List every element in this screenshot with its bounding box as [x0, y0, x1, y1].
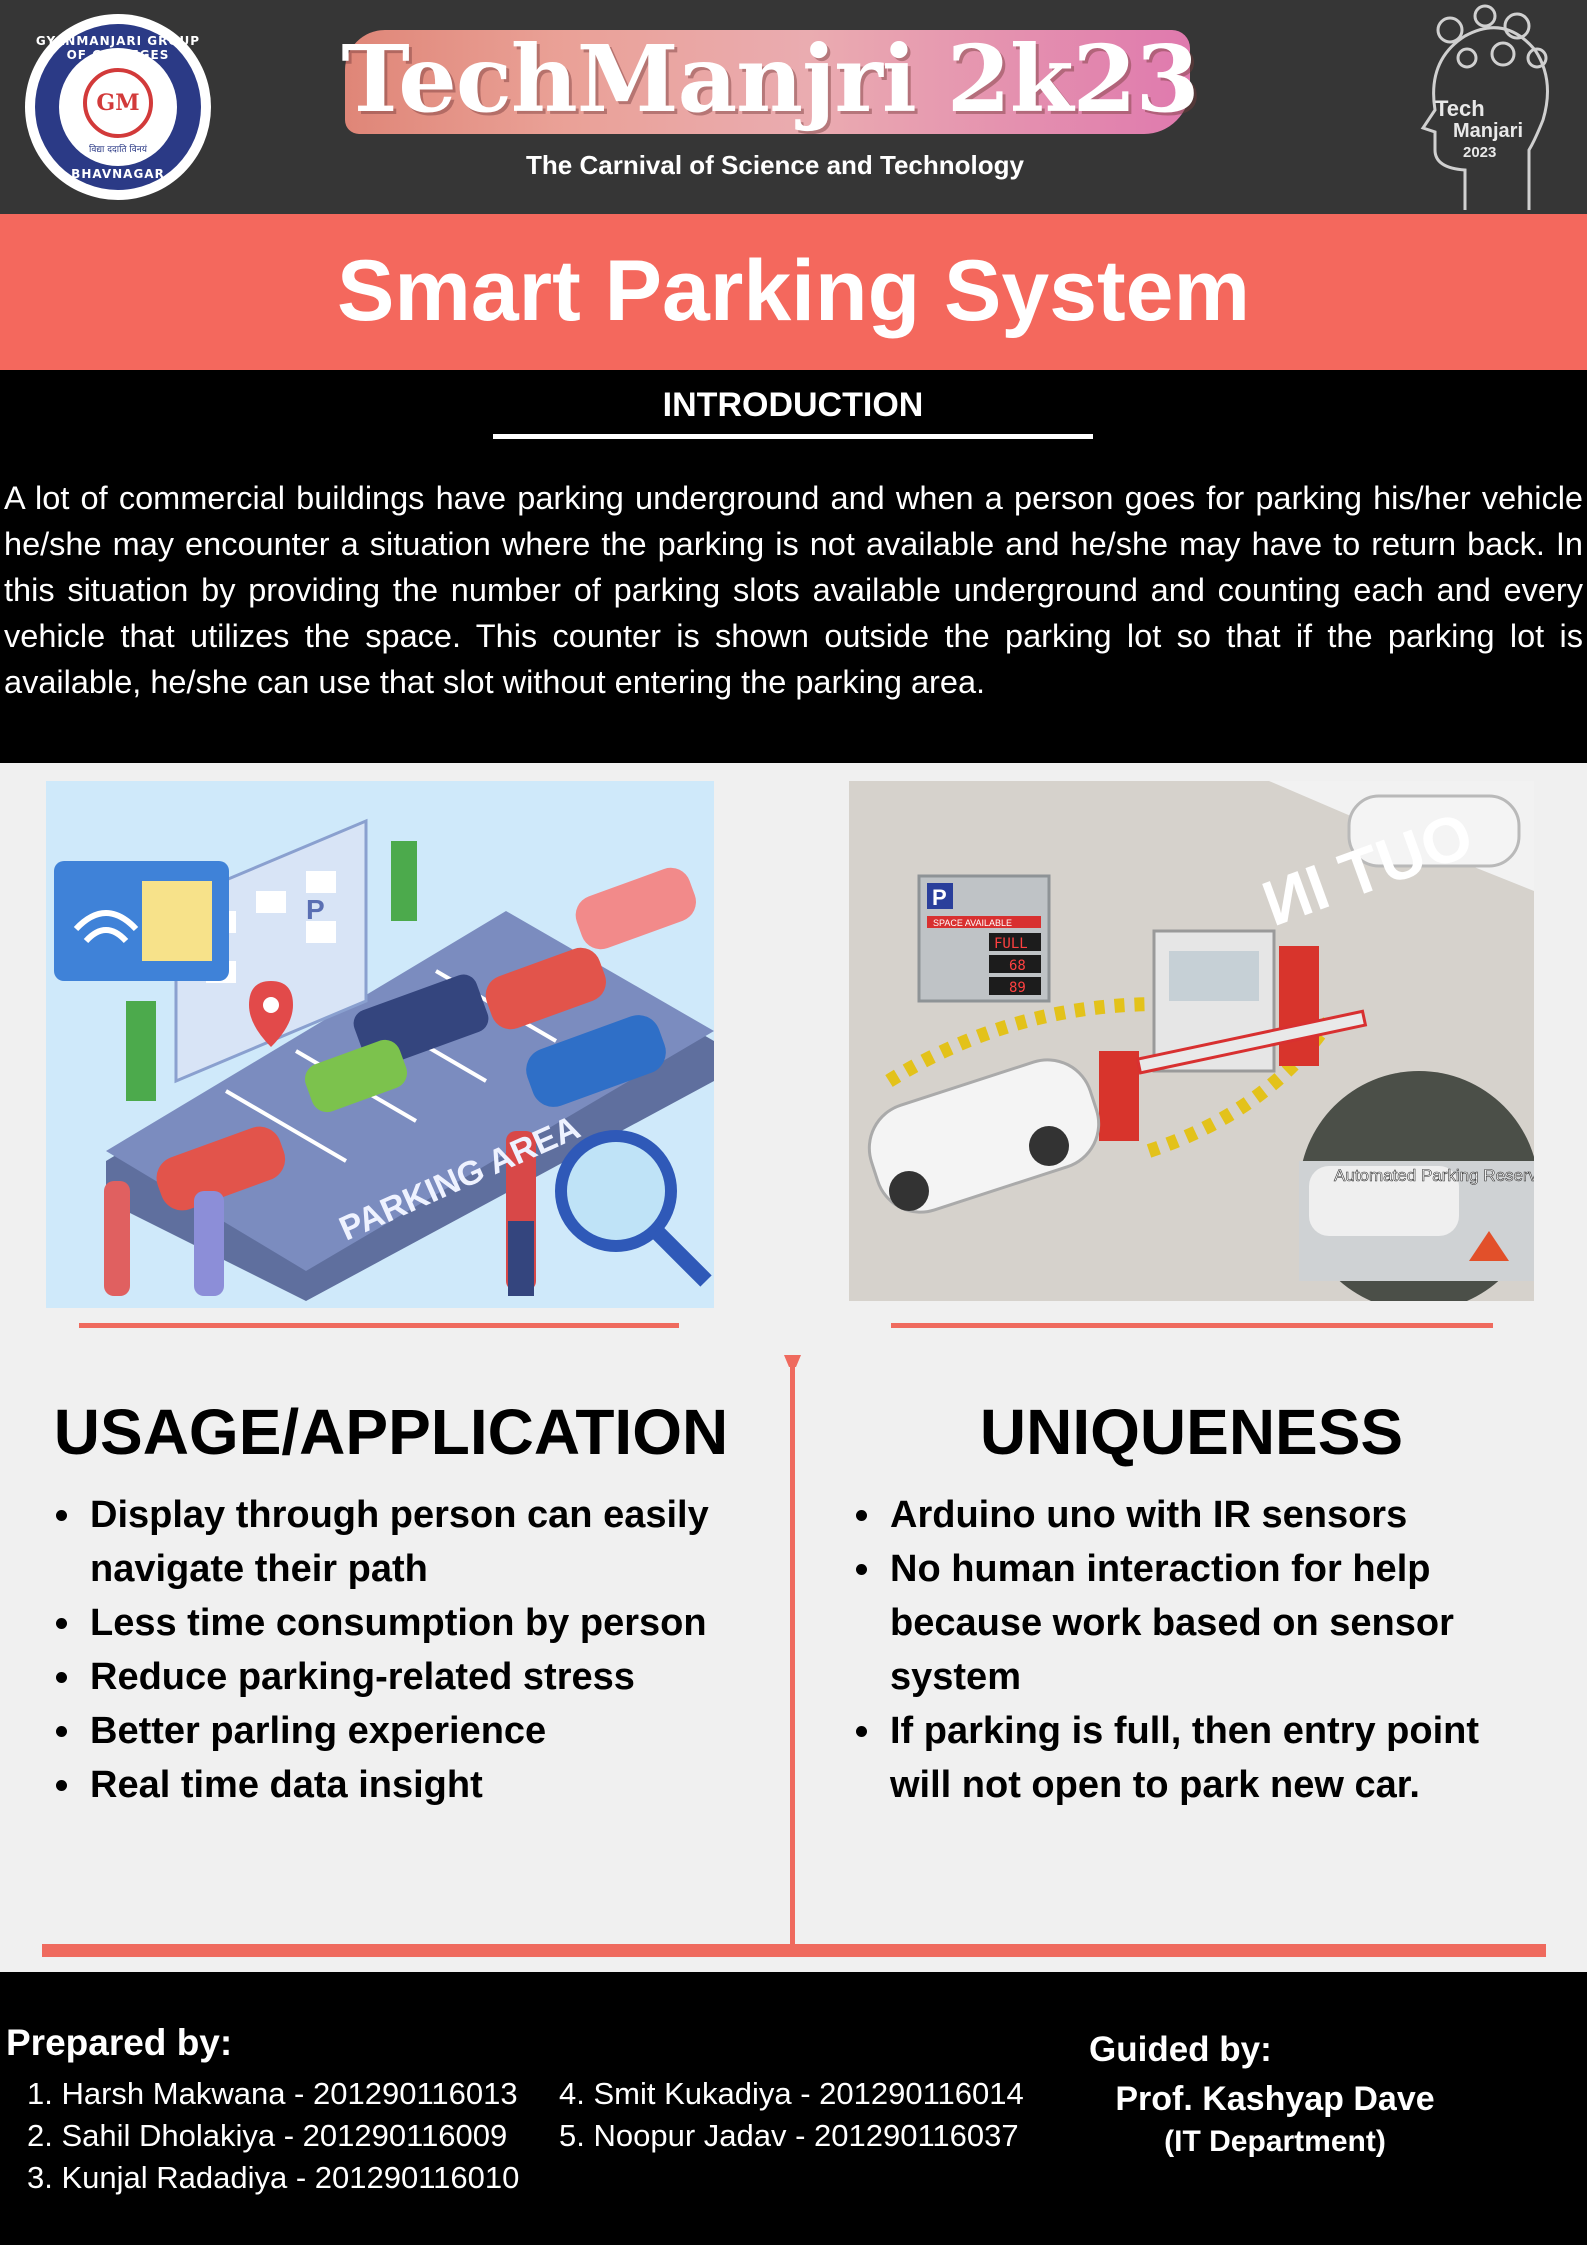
left-divider — [79, 1323, 679, 1328]
panel-value-3: 89 — [1009, 980, 1026, 996]
college-logo: GYANMANJARI GROUP OF COLLEGES GM विद्या … — [25, 14, 211, 200]
usage-item: Reduce parking-related stress — [56, 1650, 710, 1704]
usage-item: Display through person can easily naviga… — [56, 1488, 710, 1596]
panel-title-text: SPACE AVAILABLE — [933, 918, 1012, 928]
logo-ring-text-bottom: BHAVNAGAR — [71, 167, 165, 181]
guide-department: (IT Department) — [1164, 2125, 1386, 2158]
usage-item: Less time consumption by person — [56, 1596, 710, 1650]
team-member: 2. Sahil Dholakiya - 201290116009 — [27, 2118, 508, 2153]
gate-sign-text: P — [932, 885, 947, 910]
team-member: 5. Noopur Jadav - 201290116037 — [559, 2118, 1019, 2153]
usage-heading: USAGE/APPLICATION — [53, 1396, 729, 1468]
event-title: TechManjri 2k23 — [341, 25, 1199, 133]
uniqueness-item: Arduino uno with IR sensors — [856, 1488, 1530, 1542]
inset-label: Automated Parking Reserver — [1334, 1166, 1534, 1185]
title-brush-stroke — [345, 30, 1190, 134]
usage-list: Display through person can easily naviga… — [56, 1488, 710, 1812]
head-gears-icon — [1420, 4, 1549, 210]
team-member: 1. Harsh Makwana - 201290116013 — [27, 2076, 518, 2111]
guided-by-label: Guided by: — [1089, 2030, 1272, 2069]
logo-tech-text: Tech — [1435, 96, 1485, 121]
introduction-text: A lot of commercial buildings have parki… — [4, 480, 1583, 700]
logo-tagline: विद्या ददाति विनयं — [89, 145, 147, 155]
panel-value-1: FULL — [994, 936, 1028, 952]
uniqueness-item: No human interaction for help because wo… — [856, 1542, 1530, 1704]
center-divider — [790, 1360, 795, 1945]
team-member: 4. Smit Kukadiya - 201290116014 — [559, 2076, 1024, 2111]
bottom-divider — [42, 1944, 1546, 1957]
right-divider — [891, 1323, 1493, 1328]
parking-gate-illustration: OUT IN P SPACE AVAILABLE FULL 68 89 Auto… — [849, 781, 1534, 1301]
team-member: 3. Kunjal Radadiya - 201290116010 — [27, 2160, 520, 2195]
parking-sign-text: P — [306, 894, 325, 925]
prepared-by-label: Prepared by: — [6, 2022, 233, 2063]
uniqueness-list: Arduino uno with IR sensors No human int… — [856, 1488, 1530, 1812]
logo-manjari-text: Manjari — [1453, 120, 1524, 142]
page-title: Smart Parking System — [337, 243, 1250, 339]
parking-illustration: P PARKING AREA — [46, 781, 714, 1308]
logo-monogram: GM — [83, 68, 153, 138]
footer — [0, 1972, 1587, 2245]
introduction-underline — [493, 434, 1093, 439]
usage-item: Better parling experience — [56, 1704, 710, 1758]
guide-name: Prof. Kashyap Dave — [1115, 2080, 1435, 2118]
techmanjari-logo: Tech Manjari 2023 — [1405, 0, 1555, 212]
introduction-heading: INTRODUCTION — [662, 386, 924, 424]
uniqueness-heading: UNIQUENESS — [979, 1396, 1404, 1468]
logo-year-text: 2023 — [1463, 144, 1497, 161]
event-subtitle: The Carnival of Science and Technology — [526, 150, 1024, 180]
uniqueness-item: If parking is full, then entry point wil… — [856, 1704, 1530, 1812]
panel-value-2: 68 — [1009, 958, 1026, 974]
usage-item: Real time data insight — [56, 1758, 710, 1812]
title-bar — [0, 214, 1587, 370]
